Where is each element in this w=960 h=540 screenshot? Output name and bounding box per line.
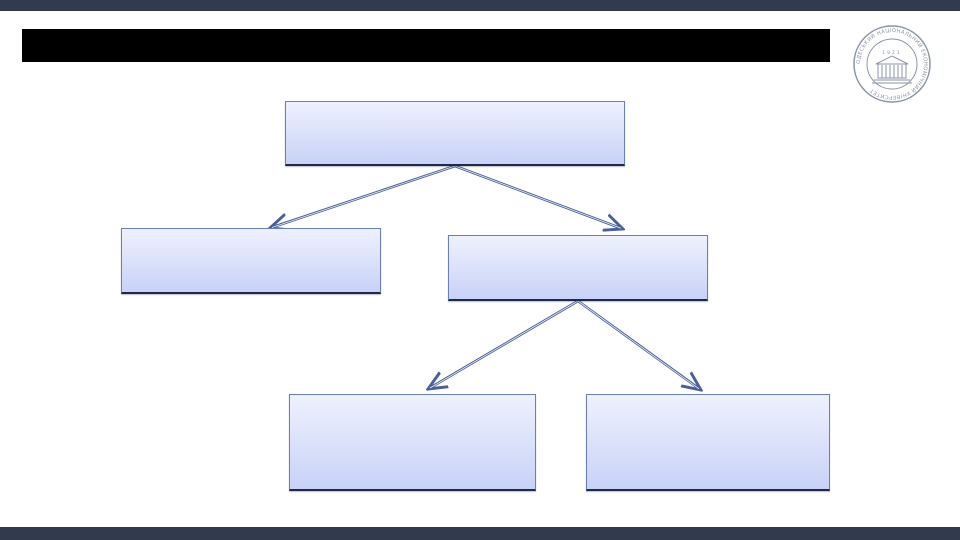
arrow-middle-to-bottom-left [428, 299, 579, 389]
header-stripe [0, 0, 960, 11]
diagram-node-root [285, 101, 625, 166]
arrow-middle-to-bottom-right [577, 299, 701, 390]
diagram-node-bottom-left [289, 394, 536, 491]
diagram-node-middle [448, 235, 708, 301]
logo-year: 1921 [882, 50, 901, 56]
slide-title [22, 29, 830, 62]
arrow-root-to-left [270, 164, 456, 228]
arrow-root-to-middle [454, 164, 623, 229]
diagram-node-bottom-right [586, 394, 830, 491]
university-seal-logo: ОДЕСЬКИЙ НАЦІОНАЛЬНИЙ ЕКОНОМІЧНИЙ УНІВЕР… [853, 25, 931, 103]
footer-stripe [0, 527, 960, 540]
diagram-node-left [121, 228, 381, 294]
